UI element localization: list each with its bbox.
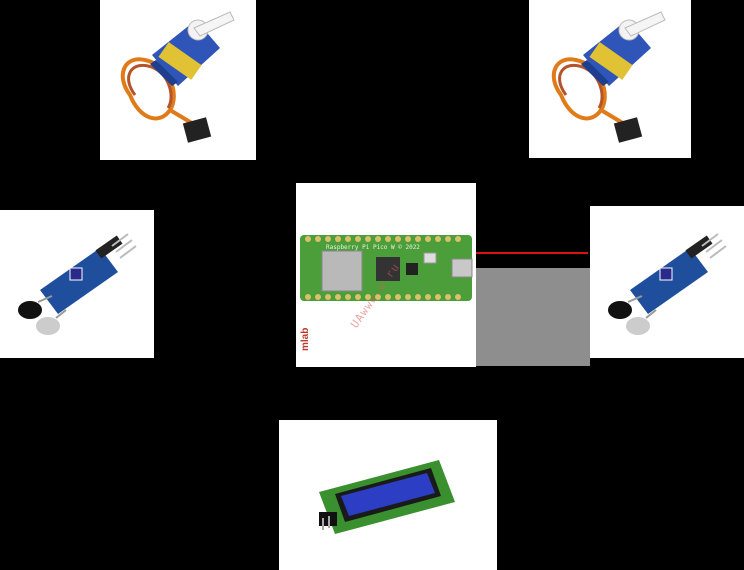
lcd-display-panel xyxy=(279,420,497,570)
lcd-icon xyxy=(319,460,455,534)
ir-sensor-left-panel xyxy=(0,210,154,358)
servo-top-left-panel xyxy=(100,0,256,160)
ir-sensor-icon xyxy=(608,233,727,335)
ir-sensor-icon xyxy=(18,233,137,335)
servo-top-right-panel xyxy=(529,0,691,158)
servo-icon xyxy=(120,11,235,143)
wire-red xyxy=(476,252,588,254)
connector-block xyxy=(476,268,590,366)
microcontroller-icon: Raspberry Pi Pico W © 2022 xyxy=(300,235,473,301)
pico-board-panel: Raspberry Pi Pico W © 2022 UAwww.w.ru ml… xyxy=(296,183,476,367)
vendor-logo: mlab xyxy=(300,327,311,351)
ir-sensor-right-panel xyxy=(590,206,744,358)
servo-icon xyxy=(551,11,666,143)
board-silkscreen: Raspberry Pi Pico W © 2022 xyxy=(326,244,420,251)
